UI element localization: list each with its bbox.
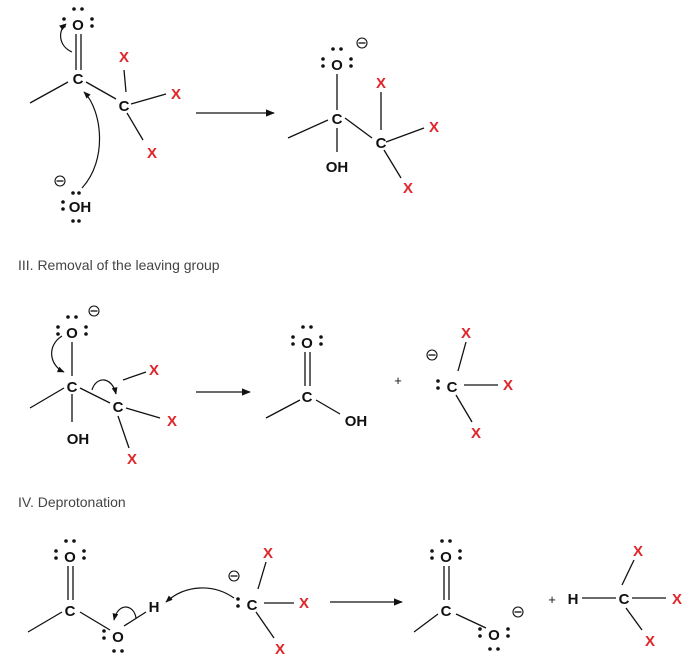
halogen-atom: X: [403, 180, 413, 197]
hydroxyl-group: OH: [345, 413, 368, 430]
halogen-atom: X: [471, 425, 481, 442]
alpha-carbon: C: [119, 98, 130, 115]
halogen-atom: X: [633, 543, 643, 560]
step2-reactant-ketone: O C C X X X: [29, 7, 181, 162]
step3-caption: III. Removal of the leaving group: [18, 257, 220, 273]
step3-reactant-alkoxide: O C C OH X X X: [29, 305, 177, 468]
curly-arrow: [112, 606, 137, 621]
carbonyl-carbon: C: [65, 603, 76, 620]
oxygen-atom: O: [66, 325, 78, 342]
oxygen-atom: O: [72, 17, 84, 34]
step3-product-carboxylic-acid: O C OH: [265, 325, 368, 430]
carbonyl-carbon: C: [441, 603, 452, 620]
alpha-carbon: C: [376, 135, 387, 152]
step3-carbanion: C X X X: [426, 325, 513, 442]
step2-product-alkoxide: O C C OH X X X: [287, 37, 439, 197]
step2-hydroxide: OH: [54, 91, 101, 223]
hydrogen-atom: H: [568, 591, 579, 608]
step4-carboxylic-acid: O C O H: [27, 539, 160, 653]
curly-arrow: [51, 335, 65, 373]
oxygen-atom: O: [331, 57, 343, 74]
halogen-atom: X: [147, 145, 157, 162]
carbonyl-carbon: C: [302, 389, 313, 406]
halogen-atom: X: [429, 119, 439, 136]
halogen-atom: X: [503, 377, 513, 394]
step4-carbanion: C X X X: [228, 545, 309, 658]
oxygen-atom: O: [301, 335, 313, 352]
step4-carboxylate: O C O: [413, 539, 524, 651]
plus-sign: +: [548, 592, 556, 607]
halogen-atom: X: [167, 413, 177, 430]
oxygen-atom: O: [440, 549, 452, 566]
plus-sign: +: [394, 373, 402, 388]
tetrahedral-carbon: C: [332, 111, 343, 128]
hydroxyl-group: OH: [326, 159, 349, 176]
alpha-carbon: C: [113, 399, 124, 416]
curly-arrow: [165, 587, 235, 603]
halogen-atom: X: [275, 641, 285, 658]
halogen-atom: X: [127, 451, 137, 468]
halogen-atom: X: [461, 325, 471, 342]
curly-arrow: [81, 91, 101, 189]
halogen-atom: X: [149, 362, 159, 379]
oxide-oxygen: O: [488, 627, 500, 644]
halogen-atom: X: [299, 595, 309, 612]
halogen-atom: X: [263, 545, 273, 562]
hydroxide-ion: OH: [69, 199, 92, 216]
halogen-atom: X: [672, 591, 682, 608]
step4-haloform: H C X X X: [568, 543, 682, 650]
acidic-hydrogen: H: [149, 599, 160, 616]
halogen-atom: X: [645, 633, 655, 650]
halogen-atom: X: [171, 86, 181, 103]
oxygen-atom: O: [64, 549, 76, 566]
haloform-carbon: C: [619, 591, 630, 608]
hydroxyl-oxygen: O: [112, 629, 124, 646]
carbanion-carbon: C: [447, 379, 458, 396]
tetrahedral-carbon: C: [67, 379, 78, 396]
carbonyl-carbon: C: [73, 71, 84, 88]
step4-caption: IV. Deprotonation: [18, 494, 126, 510]
halogen-atom: X: [119, 49, 129, 66]
hydroxyl-group: OH: [67, 431, 90, 448]
curly-arrow: [91, 379, 118, 395]
curly-arrow: [59, 23, 73, 53]
carbanion-carbon: C: [247, 597, 258, 614]
halogen-atom: X: [376, 75, 386, 92]
